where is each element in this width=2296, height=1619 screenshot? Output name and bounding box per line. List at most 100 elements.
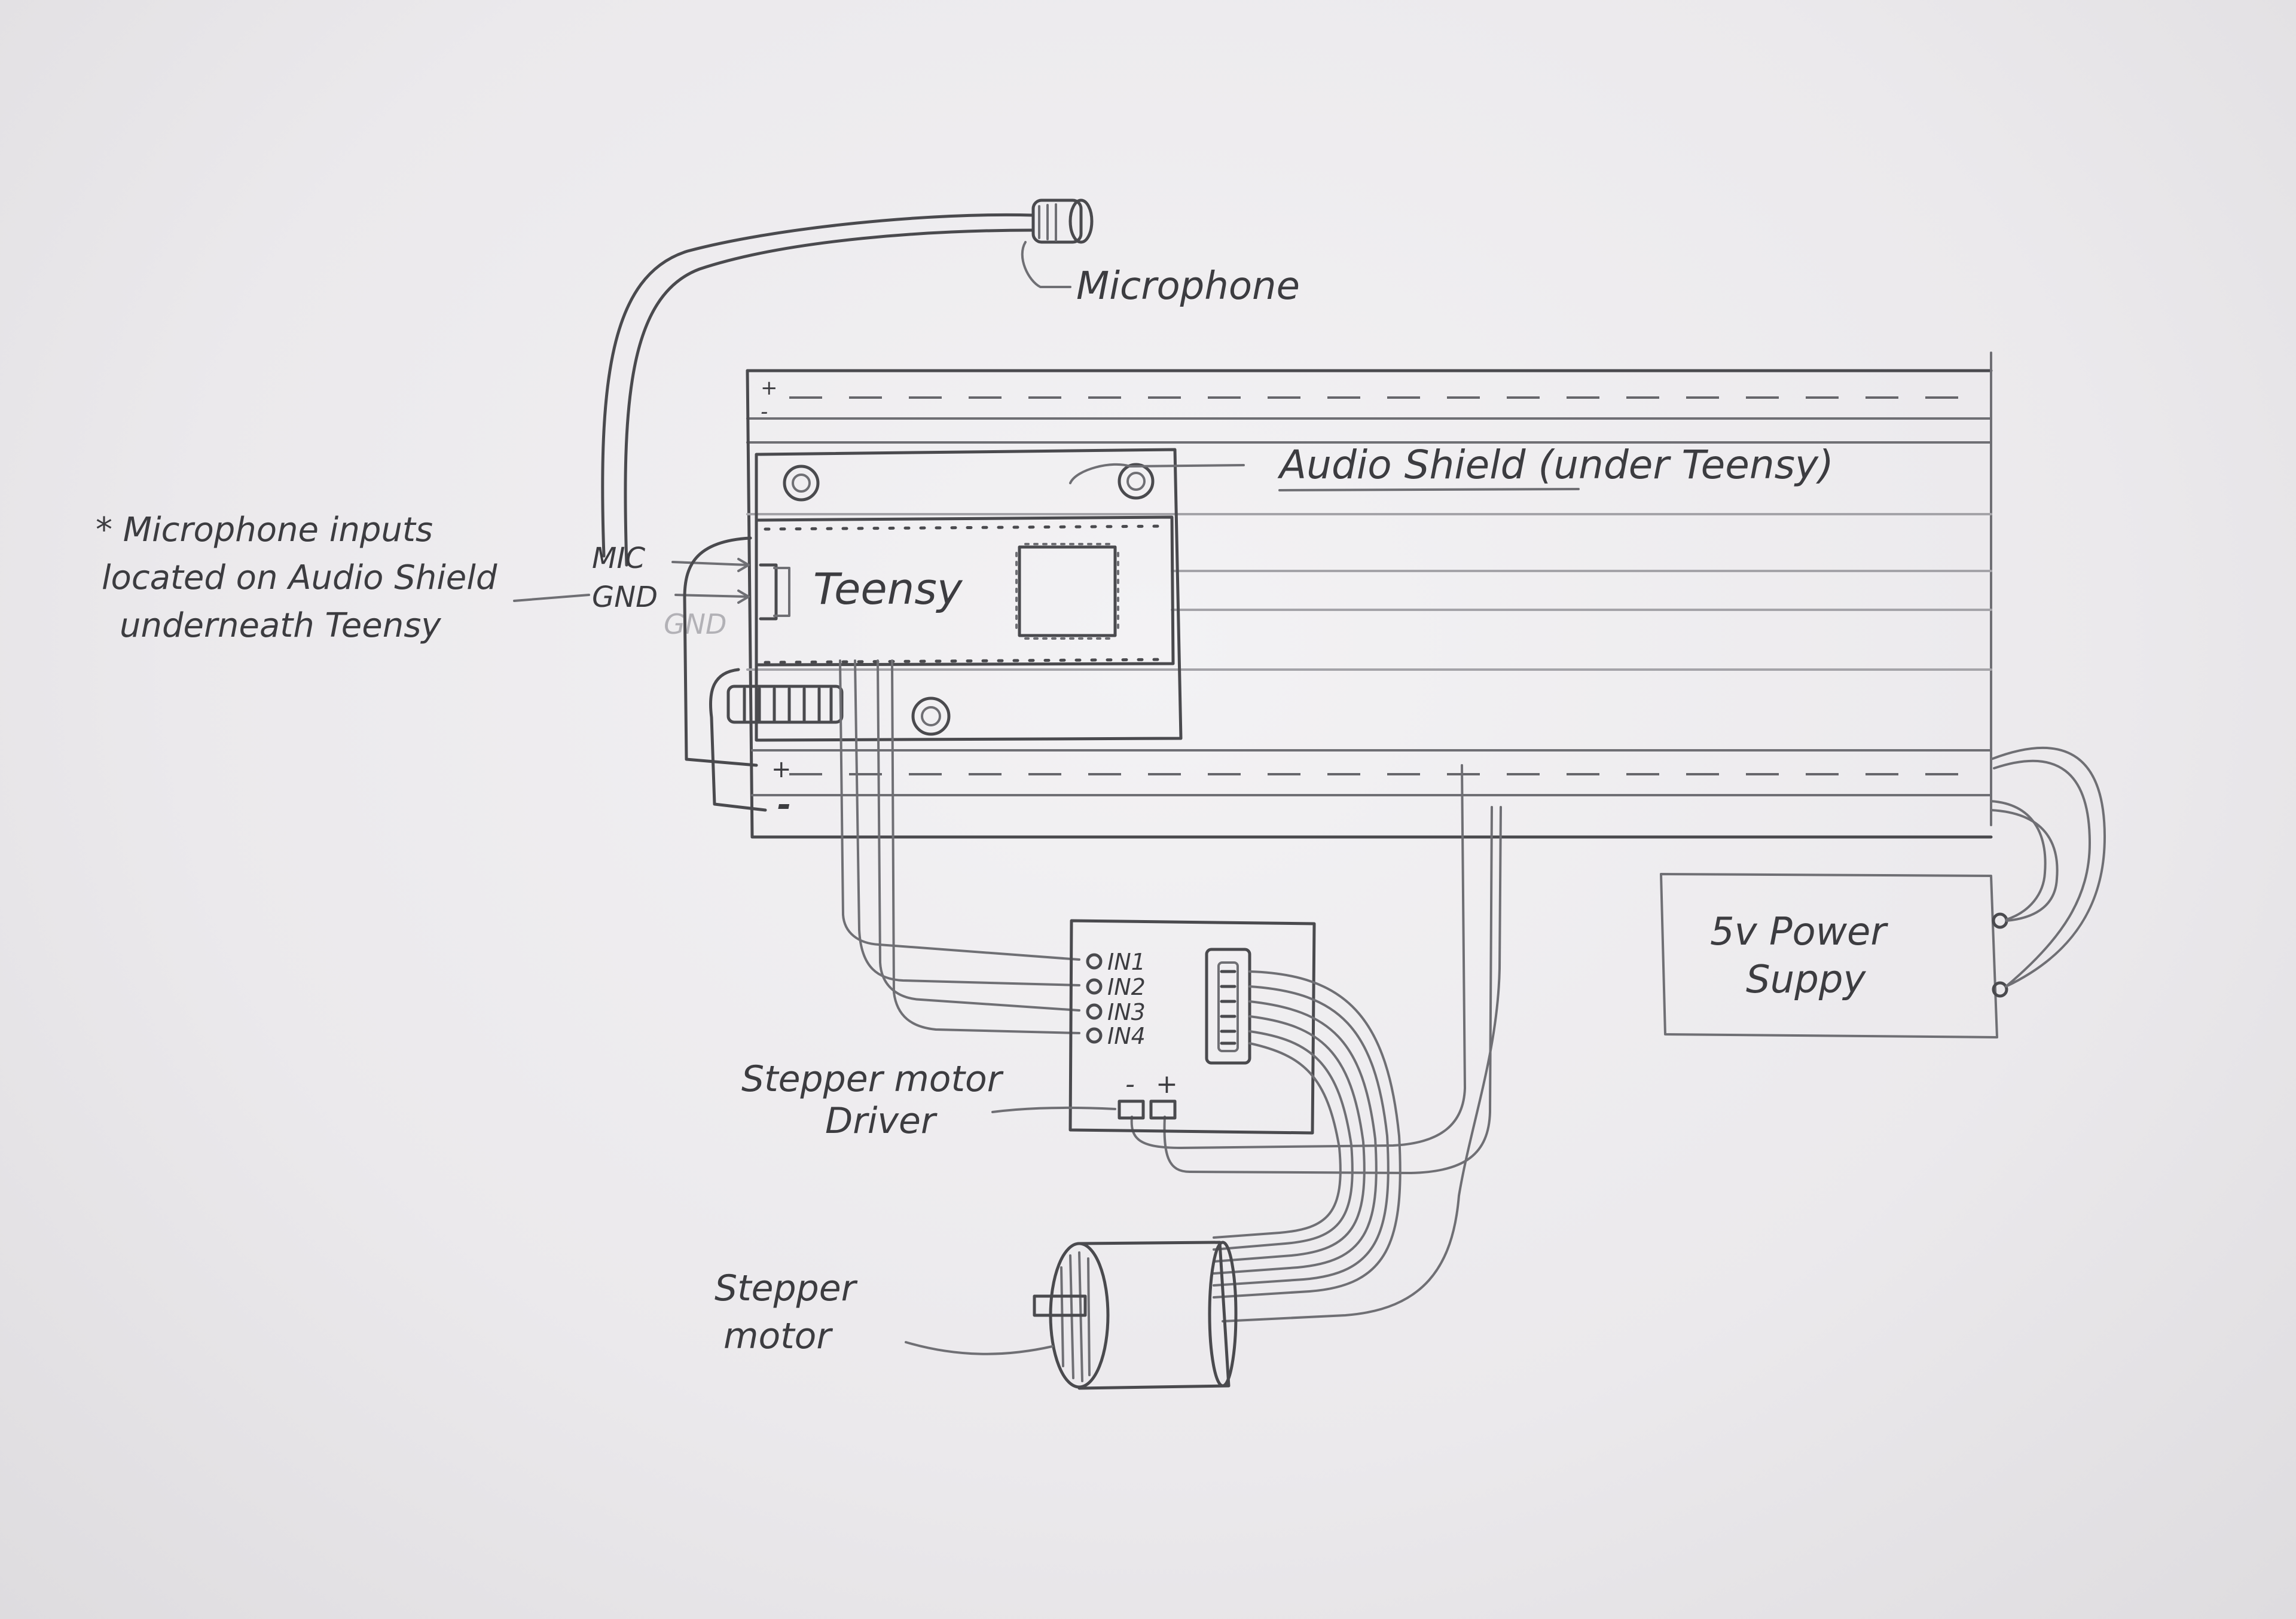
in1-terminal — [1086, 953, 1103, 970]
mic-note-leader — [513, 594, 590, 602]
psu-label-line-2: Suppy — [1746, 958, 1866, 1002]
stepper-leader — [905, 1341, 1054, 1355]
motor-wire-3 — [1213, 1000, 1378, 1275]
driver-label-line-1: Stepper motor — [741, 1058, 1004, 1100]
driver-plus-label: + — [1156, 1069, 1178, 1099]
audio-shield-leader — [1069, 463, 1245, 484]
shield-mount-hole-3 — [911, 697, 951, 736]
microphone-face — [1068, 198, 1094, 244]
in4-label: IN4 — [1107, 1023, 1146, 1049]
psu-wire-outer-2 — [1993, 759, 2091, 988]
power-supply-outline — [1660, 873, 1998, 1038]
wire-in3 — [877, 659, 1080, 1012]
motor-connector-pins — [1220, 970, 1236, 1045]
psu-terminal-2 — [1992, 981, 2008, 998]
wire-in2 — [854, 659, 1080, 986]
driver-leader — [991, 1106, 1116, 1113]
breadboard-left-edge — [746, 369, 754, 839]
driver-label-line-2: Driver — [825, 1100, 938, 1142]
mic-pin-arrowhead — [737, 558, 750, 572]
breadboard: + - + - — [746, 352, 1993, 839]
motor-cable-extra — [1222, 806, 1502, 1322]
stepper-label-line-2: motor — [723, 1315, 833, 1357]
teensy-processor-chip — [1018, 545, 1117, 637]
microphone-label: Microphone — [1076, 264, 1300, 308]
gnd-erased-label: GND — [664, 608, 726, 640]
motor-connector-socket — [1217, 961, 1239, 1052]
top-rail-minus: - — [761, 400, 768, 424]
mic-pin-arrow — [671, 561, 749, 566]
plus-rail-jumper — [683, 536, 758, 767]
microphone-component — [1031, 198, 1094, 244]
teensy-usb-connector — [759, 563, 778, 621]
driver-plus-terminal — [1149, 1099, 1177, 1120]
stepper-motor-back — [1208, 1241, 1238, 1388]
motor-wire-2 — [1213, 985, 1390, 1287]
bottom-component-shading — [743, 687, 833, 722]
psu-wire-inner — [1990, 809, 2059, 922]
teensy-top-header-pins — [764, 524, 1171, 531]
audio-shield-board — [755, 448, 1183, 742]
motor-wire-5 — [1213, 1030, 1354, 1251]
stepper-motor-body — [1077, 1241, 1231, 1390]
teensy-label: Teensy — [813, 564, 963, 614]
teensy-bottom-header-pins — [764, 658, 1171, 664]
in2-label: IN2 — [1107, 974, 1146, 1000]
driver-minus-label: - — [1125, 1069, 1135, 1099]
audio-shield-label: Audio Shield (under Teensy) — [1277, 442, 1834, 488]
stepper-motor-shaft — [1033, 1294, 1087, 1317]
shield-mount-hole-2 — [1118, 463, 1155, 500]
motor-wire-4 — [1213, 1015, 1366, 1263]
driver-plus-lead — [1163, 806, 1493, 1174]
in3-label: IN3 — [1107, 999, 1146, 1025]
shield-mount-hole-1 — [783, 465, 820, 502]
motor-connector — [1205, 948, 1251, 1065]
audio-shield-outline — [755, 448, 1183, 742]
in3-terminal — [1086, 1003, 1103, 1020]
gnd-pin-arrow — [674, 594, 749, 598]
driver-minus-lead — [1130, 764, 1466, 1149]
in4-terminal — [1086, 1027, 1103, 1044]
mic-pin-label: MIC — [592, 542, 646, 575]
microphone-capsule — [1031, 198, 1083, 244]
microphone-shading — [1038, 203, 1057, 242]
psu-wire-inner-2 — [1990, 800, 2047, 921]
stepper-motor — [1033, 1241, 1238, 1390]
mic-note-line-3: underneath Teensy — [120, 606, 441, 645]
teensy-bottom-component — [726, 685, 844, 724]
bottom-component-body — [726, 685, 844, 724]
motor-wire-6 — [1213, 1042, 1342, 1239]
mic-note-line-1: * Microphone inputs — [96, 511, 433, 549]
teensy-chip-pins — [1015, 543, 1119, 640]
wire-in4 — [891, 659, 1080, 1034]
teensy-usb-port — [773, 567, 790, 617]
gnd-pin-label: GND — [592, 581, 658, 614]
power-supply: 5v Power Suppy — [1660, 873, 2008, 1038]
shield-mount-hole-2-inner — [1126, 472, 1146, 491]
psu-label-line-1: 5v Power — [1710, 910, 1888, 954]
shield-mount-hole-3-inner — [921, 706, 941, 726]
driver-minus-terminal — [1118, 1099, 1145, 1120]
bottom-rail-minus: - — [777, 786, 791, 824]
stepper-label-line-1: Stepper — [715, 1267, 858, 1309]
teensy-outline — [755, 515, 1175, 667]
in1-label: IN1 — [1107, 949, 1146, 975]
gnd-pin-arrowhead — [737, 589, 750, 604]
audio-shield-underline — [1278, 488, 1580, 491]
minus-rail-jumper — [709, 668, 767, 812]
top-rail-plus: + — [761, 376, 778, 400]
in2-terminal — [1086, 978, 1103, 995]
bottom-rail-plus: + — [771, 756, 792, 783]
stepper-driver-board: IN1 IN2 IN3 IN4 - + — [1068, 919, 1316, 1135]
stepper-driver-outline — [1068, 919, 1316, 1135]
microphone-leader — [1021, 241, 1071, 288]
teensy-board: Teensy — [755, 515, 1175, 667]
psu-wire-outer — [1990, 746, 2106, 988]
mic-cable-outer — [601, 213, 1035, 558]
shield-mount-hole-1-inner — [792, 474, 811, 493]
mic-note-line-2: located on Audio Shield — [102, 558, 497, 597]
motor-wire-1 — [1213, 970, 1402, 1299]
wire-in1 — [839, 659, 1080, 961]
